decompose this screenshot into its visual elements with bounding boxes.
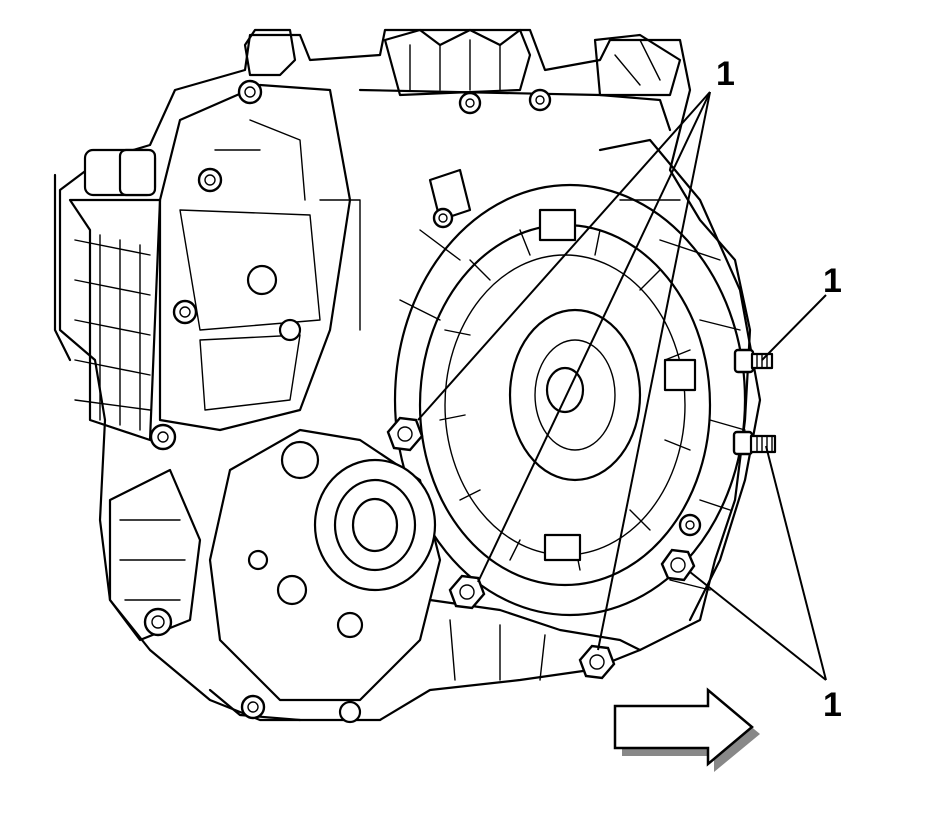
callout-label-top: 1 (716, 55, 735, 93)
lower-case (108, 468, 642, 722)
callout-bolt-icon (386, 416, 424, 452)
bolt-icon (197, 167, 223, 193)
top-fittings (243, 28, 682, 132)
torque-converter (393, 183, 747, 617)
callout-label-right-upper: 1 (823, 262, 842, 300)
leader-lines (417, 91, 827, 681)
callout-bolt-icon (660, 548, 696, 582)
case-mid-section (158, 83, 361, 432)
callout-bolt-icon (448, 574, 486, 610)
stud-icon (732, 430, 777, 456)
transmission-housing (53, 28, 762, 724)
bolt-icon (528, 88, 552, 112)
stud-icon (733, 348, 774, 374)
bolt-icon (432, 207, 454, 229)
valve-body (53, 148, 162, 442)
bolt-icon (240, 694, 266, 720)
bolt-icon (143, 607, 173, 637)
bolts (143, 79, 777, 720)
axle-output-seal (208, 428, 442, 724)
bolt-icon (237, 79, 263, 105)
callout-bolt-icon (578, 644, 616, 680)
bolt-icon (172, 299, 198, 325)
direction-arrow-icon (613, 687, 760, 772)
bolt-icon (458, 91, 482, 115)
callout-label-right-lower: 1 (823, 686, 842, 724)
bolt-icon (149, 423, 177, 451)
bolt-icon (678, 513, 702, 537)
